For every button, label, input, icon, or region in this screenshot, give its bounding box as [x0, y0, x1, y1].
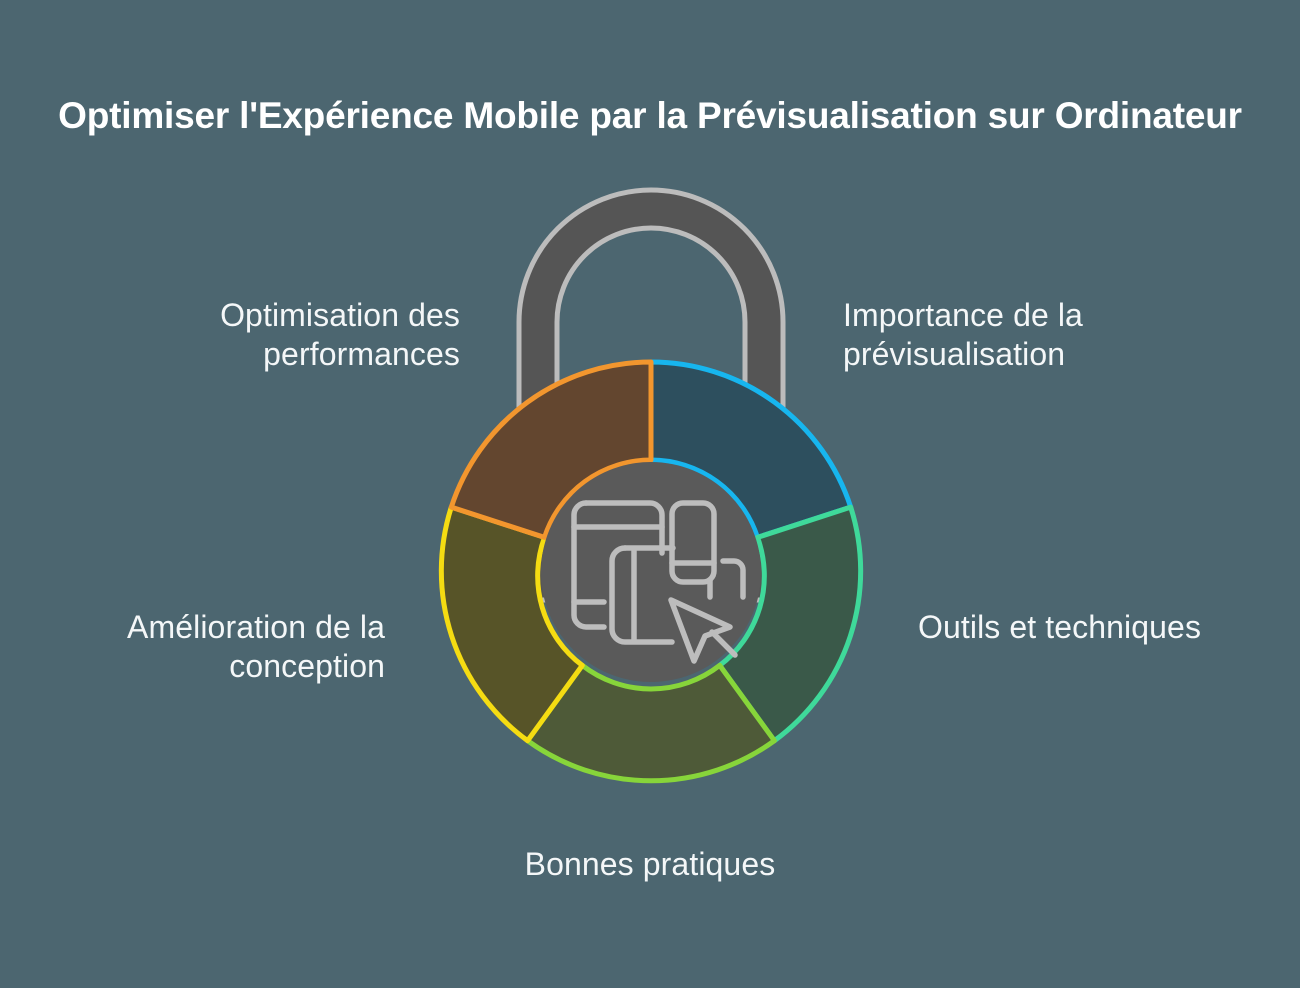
segment-label-bonnes: Bonnes pratiques: [524, 846, 776, 882]
donut-segment-amelioration[interactable]: [438, 504, 585, 744]
donut-segment-optimisation[interactable]: [448, 359, 654, 540]
segment-label-importance: Importance de la prévisualisation: [843, 297, 1083, 373]
donut-segment-importance[interactable]: [648, 359, 854, 540]
segment-label-optimisation: Optimisation des performances: [220, 297, 460, 373]
page-title: Optimiser l'Expérience Mobile par la Pré…: [58, 95, 1242, 136]
donut-chart: [438, 359, 864, 784]
devices-preview-cursor-icon: [571, 500, 746, 664]
donut-segment-outils[interactable]: [717, 504, 864, 744]
segment-label-amelioration: Amélioration de la conception: [127, 609, 385, 685]
donut-segment-bonnes[interactable]: [525, 662, 777, 784]
segment-label-outils: Outils et techniques: [918, 609, 1202, 645]
